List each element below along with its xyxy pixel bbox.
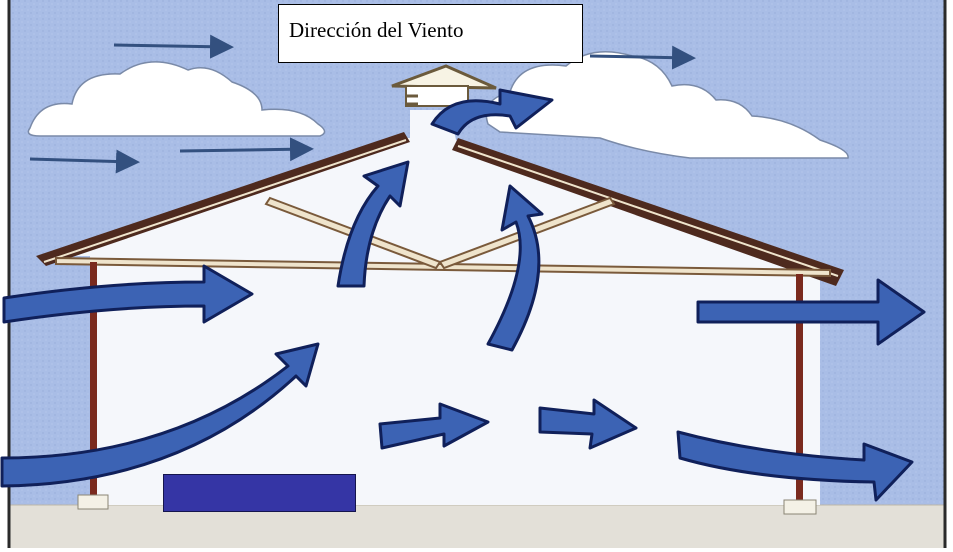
- arrow-outflow-upper-right: [696, 278, 926, 346]
- left-footing: [77, 494, 109, 510]
- arrow-inflow-lower-left: [0, 342, 320, 488]
- arrow-rising-left: [336, 160, 410, 288]
- arrow-lower-center: [378, 402, 490, 450]
- arrow-exit-ridge: [430, 88, 554, 136]
- cloud-center: [485, 51, 849, 159]
- airflow-arrows: [0, 88, 926, 502]
- arrow-inflow-upper-left: [2, 264, 254, 324]
- cloud-left: [27, 61, 326, 137]
- wind-direction-label: Dirección del Viento: [278, 4, 583, 63]
- caption-box: [163, 474, 356, 512]
- arrow-rising-right: [486, 184, 544, 352]
- left-wall: [90, 262, 97, 500]
- ridge-vent: [391, 64, 497, 107]
- right-wall: [796, 274, 803, 500]
- wind-lines: [29, 34, 696, 174]
- arrow-lower-right-short: [538, 398, 638, 450]
- roof: [36, 132, 844, 286]
- right-footing: [783, 499, 817, 515]
- arrow-outflow-lower-right: [676, 430, 914, 502]
